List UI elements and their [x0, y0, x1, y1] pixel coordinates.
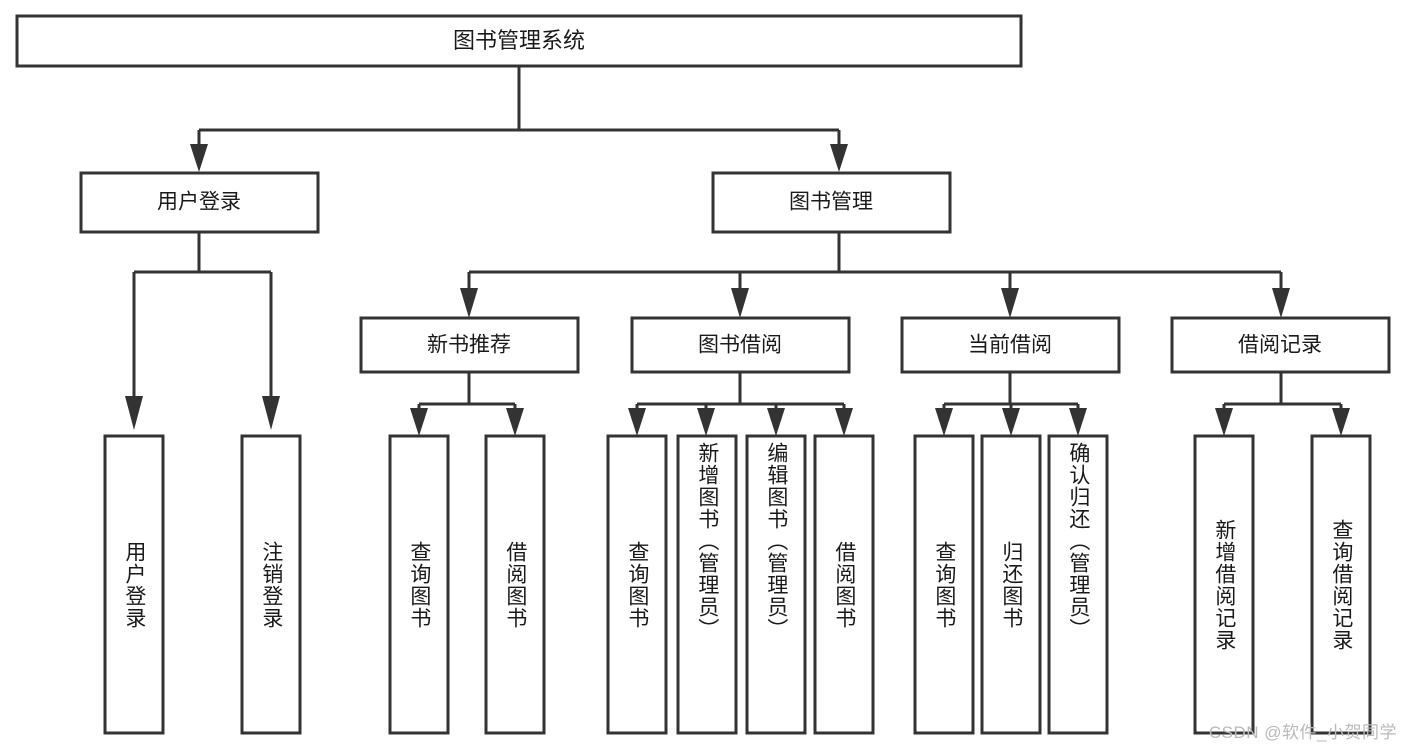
node-user-login-rect[interactable] [79, 171, 320, 234]
node-new-book-recommend-label: 新书推荐 [427, 334, 511, 357]
node-leaf-borrow-book-2-rect[interactable] [813, 434, 875, 735]
node-borrow-record-rect[interactable] [1170, 316, 1391, 374]
arrowhead-leaf-confirm-return [1069, 408, 1087, 436]
arrowhead-leaf-query-book-2 [628, 408, 646, 436]
watermark-label: CSDN @软件_小贺同学 [1208, 723, 1397, 742]
connector-group-borrow-record [1215, 372, 1350, 436]
node-leaf-logout-rect[interactable] [240, 434, 302, 735]
node-root[interactable]: 图书管理系统 [15, 14, 1023, 68]
node-new-book-recommend-rect[interactable] [359, 316, 580, 374]
node-leaf-add-record-rect[interactable] [1193, 434, 1255, 735]
node-leaf-borrow-book-1-rect[interactable] [484, 434, 546, 735]
node-leaf-query-book-3-rect[interactable] [913, 434, 975, 735]
node-leaf-add-book-rect[interactable] [676, 434, 738, 735]
node-current-borrow[interactable]: 当前借阅 [900, 316, 1121, 374]
node-book-borrow[interactable]: 图书借阅 [630, 316, 851, 374]
connector-group-new-book-recommend [410, 372, 524, 436]
arrowhead-leaf-query-book-3 [935, 408, 953, 436]
connector-group-current-borrow [935, 372, 1087, 436]
node-book-manage-rect[interactable] [711, 171, 952, 234]
arrowhead-leaf-add-book [697, 408, 715, 436]
arrowhead-current-borrow [1001, 288, 1019, 318]
node-book-borrow-label: 图书借阅 [698, 334, 782, 357]
node-borrow-record-label: 借阅记录 [1238, 334, 1322, 357]
node-borrow-record[interactable]: 借阅记录 [1170, 316, 1391, 374]
arrowhead-book-manage [830, 144, 848, 172]
arrowhead-new-book-recommend [460, 288, 478, 318]
node-root-rect[interactable] [15, 14, 1023, 68]
node-user-login[interactable]: 用户登录 [79, 171, 320, 234]
arrowhead-leaf-edit-book [767, 408, 785, 436]
node-current-borrow-label: 当前借阅 [968, 334, 1052, 357]
arrowhead-leaf-user-login [125, 396, 143, 430]
node-book-borrow-rect[interactable] [630, 316, 851, 374]
node-leaf-query-book-1-rect[interactable] [388, 434, 450, 735]
node-new-book-recommend[interactable]: 新书推荐 [359, 316, 580, 374]
arrowhead-leaf-borrow-book-2 [835, 408, 853, 436]
node-current-borrow-rect[interactable] [900, 316, 1121, 374]
arrowhead-leaf-add-record [1215, 408, 1233, 436]
arrowhead-borrow-record [1272, 288, 1290, 318]
node-leaf-edit-book-rect[interactable] [745, 434, 807, 735]
arrowhead-leaf-logout [262, 396, 280, 430]
connector-group-root [190, 66, 848, 172]
node-leaf-user-login-rect[interactable] [103, 434, 165, 735]
arrowhead-leaf-borrow-book-1 [506, 408, 524, 436]
node-book-manage[interactable]: 图书管理 [711, 171, 952, 234]
node-leaf-query-book-2-rect[interactable] [606, 434, 668, 735]
arrowhead-leaf-query-record [1332, 408, 1350, 436]
node-book-manage-label: 图书管理 [789, 191, 873, 214]
connector-group-user-login [125, 232, 280, 430]
node-leaf-confirm-return-rect[interactable] [1047, 434, 1109, 735]
arrowhead-leaf-return-book [1002, 408, 1020, 436]
node-leaf-query-record-rect[interactable] [1310, 434, 1372, 735]
node-user-login-label: 用户登录 [157, 191, 241, 214]
node-root-label: 图书管理系统 [453, 28, 585, 53]
connector-group-book-borrow [628, 372, 853, 436]
arrowhead-user-login [190, 144, 208, 172]
connector-group-book-manage [460, 232, 1290, 318]
arrowhead-leaf-query-book-1 [410, 408, 428, 436]
arrowhead-book-borrow [731, 288, 749, 318]
node-leaf-return-book-rect[interactable] [980, 434, 1042, 735]
